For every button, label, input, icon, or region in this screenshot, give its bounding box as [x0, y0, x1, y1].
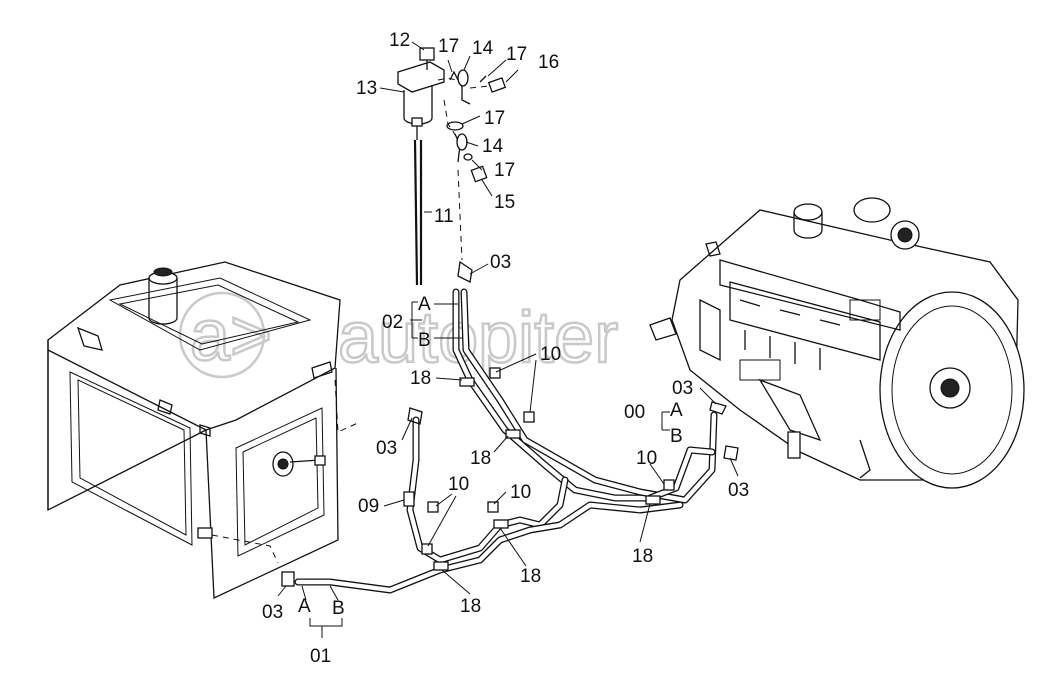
label-17: 17	[494, 160, 515, 181]
label-16: 16	[538, 52, 559, 73]
label-01-a: A	[298, 596, 311, 617]
label-11: 11	[434, 206, 454, 227]
label-01-b: B	[332, 598, 345, 619]
label-13: 13	[356, 78, 377, 99]
label-10: 10	[636, 448, 657, 469]
label-14: 14	[472, 38, 494, 59]
label-01: 01	[310, 646, 331, 667]
label-18: 18	[520, 566, 541, 587]
label-03: 03	[672, 378, 693, 399]
fuel-tank	[47, 261, 361, 599]
label-10: 10	[510, 482, 531, 503]
label-00-a: A	[670, 400, 683, 421]
label-02-a: A	[418, 294, 431, 315]
label-03: 03	[728, 480, 749, 501]
fuel-hoses	[281, 288, 739, 594]
label-18: 18	[410, 368, 431, 389]
label-18: 18	[632, 546, 653, 567]
label-03: 03	[262, 602, 283, 623]
label-02-b: B	[418, 330, 431, 351]
label-03: 03	[376, 438, 397, 459]
fuel-filter-assembly	[397, 47, 507, 286]
label-18: 18	[460, 596, 481, 617]
label-09: 09	[358, 496, 379, 517]
engine	[649, 197, 1025, 489]
label-18: 18	[470, 448, 491, 469]
label-12: 12	[389, 30, 410, 51]
leader-lines	[277, 41, 739, 638]
label-00: 00	[624, 402, 645, 423]
label-14: 14	[482, 136, 504, 157]
label-02: 02	[382, 312, 403, 333]
watermark: a> autopiter	[178, 291, 619, 379]
label-17: 17	[484, 108, 505, 129]
watermark-logo: a>	[190, 296, 272, 376]
label-17: 17	[438, 36, 459, 57]
label-15: 15	[494, 192, 515, 213]
label-17: 17	[506, 44, 527, 65]
label-00-b: B	[670, 426, 683, 447]
callout-labels: 12 17 14 17 16 13 17 14 17 15 11 03 02 A…	[262, 30, 749, 667]
label-03: 03	[490, 252, 511, 273]
label-10: 10	[448, 474, 469, 495]
label-10: 10	[540, 344, 561, 365]
